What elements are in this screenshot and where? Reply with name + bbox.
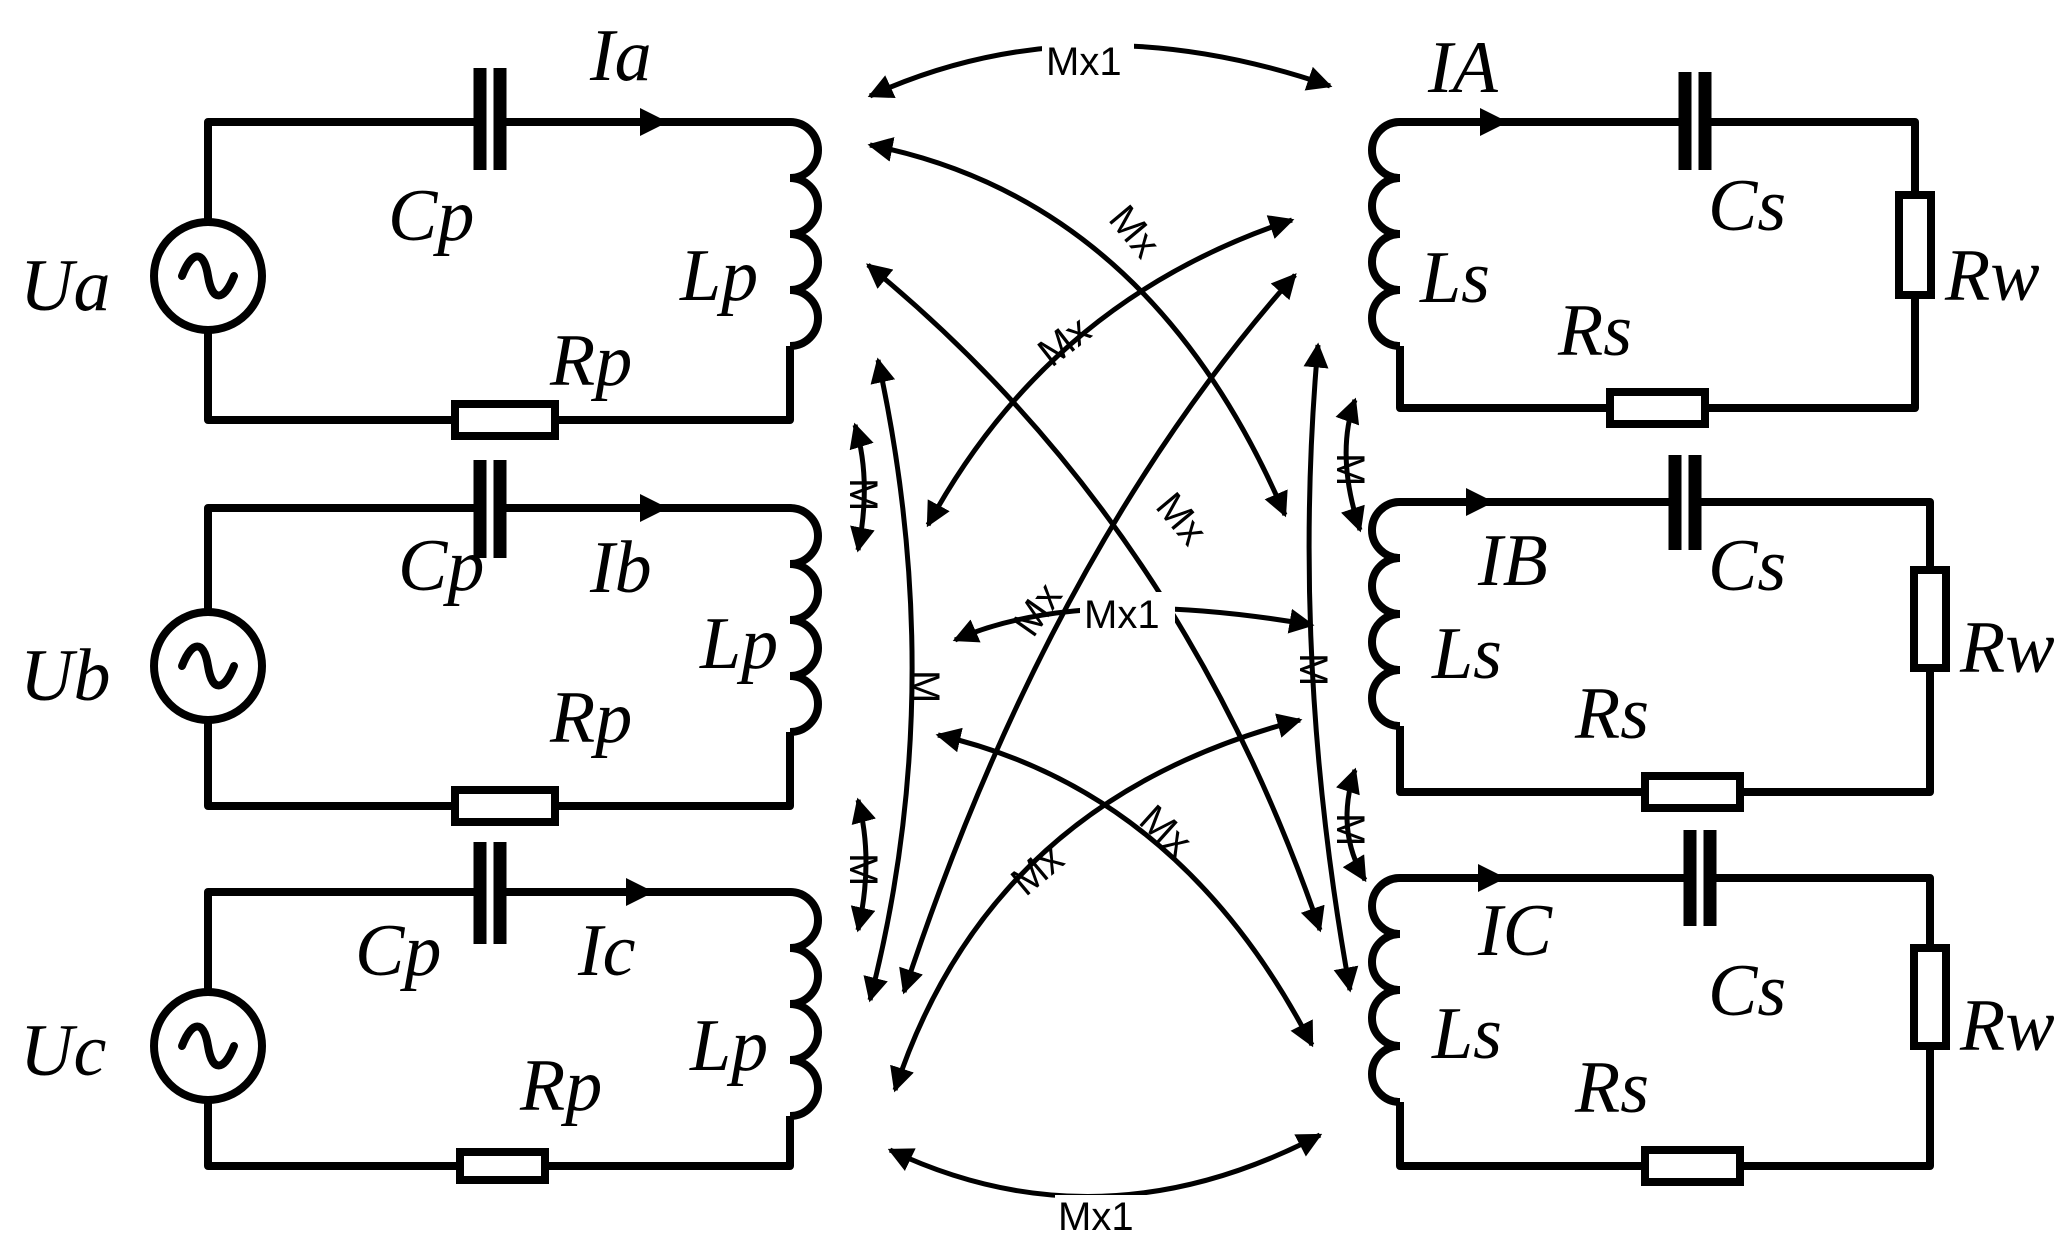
capacitor-label: Cp xyxy=(398,525,484,607)
inductor-label: Ls xyxy=(1431,993,1502,1075)
resistor-label: Rs xyxy=(1574,1047,1649,1129)
capacitor-label: Cp xyxy=(355,910,441,992)
coupling-arrow-mx-b-to-c xyxy=(935,727,1315,1048)
source-label: Ua xyxy=(20,245,110,327)
capacitor-label: Cp xyxy=(388,175,474,257)
coupling-label-mx-c-to-a: Mx xyxy=(1004,575,1071,644)
resistor-rs xyxy=(1641,772,1744,812)
capacitor-label: Cs xyxy=(1708,950,1786,1032)
coupling-label-m-secondary-ab: M xyxy=(1328,453,1372,486)
inductor-label: Ls xyxy=(1419,237,1490,319)
coupling-label-mx1-top: Mx1 xyxy=(1046,40,1122,84)
sine-wave-icon xyxy=(178,642,238,690)
coupling-arrow-m-primary-ac xyxy=(863,357,915,1003)
source-label: Ub xyxy=(20,635,110,717)
primary-circuit-a: Ua Ia Cp Lp Rp xyxy=(20,15,822,440)
coupling-arrow-mx1-bottom xyxy=(887,1132,1323,1199)
current-arrow xyxy=(1478,864,1506,892)
current-label: Ib xyxy=(589,527,652,609)
current-label: IC xyxy=(1477,890,1554,972)
current-label: Ic xyxy=(577,910,636,992)
primary-circuit-c: Uc Ic Cp Lp Rp xyxy=(20,842,822,1184)
load-label: Rw xyxy=(1944,235,2040,317)
secondary-circuit-c: IC Cs Ls Rs Rw xyxy=(1368,830,2055,1186)
resistor-label: Rp xyxy=(549,677,632,759)
coupling-arrow-mx-c-to-b xyxy=(890,713,1303,1093)
coupling-label-m-primary-bc: M xyxy=(841,853,885,886)
coupling-label-m-secondary-ac: M xyxy=(1291,653,1335,686)
coupling-label-mx-a-to-c: Mx xyxy=(1147,484,1215,553)
capacitor-label: Cs xyxy=(1708,165,1786,247)
sine-wave-icon xyxy=(178,252,238,300)
inductor-label: Ls xyxy=(1431,613,1502,695)
coupling-label-mx-b-to-c: Mx xyxy=(1131,797,1200,865)
coupling-label-mx-b-to-a: Mx xyxy=(1030,308,1099,376)
load-resistor-rw xyxy=(1910,944,1950,1050)
resistor-label: Rp xyxy=(549,320,632,402)
coupling-label-mx-c-to-b: Mx xyxy=(1003,836,1072,904)
mutual-inductance-couplings: Mx1 Mx1 Mx1 Mx Mx Mx Mx Mx Mx M M M M M … xyxy=(841,38,1372,1237)
resistor-rp xyxy=(451,786,559,826)
load-resistor-rw xyxy=(1910,566,1950,672)
capacitor-label: Cs xyxy=(1708,525,1786,607)
resistor-rp xyxy=(451,400,559,440)
source-label: Uc xyxy=(20,1010,106,1092)
secondary-circuit-b: IB Cs Ls Rs Rw xyxy=(1368,455,2055,812)
current-label: IB xyxy=(1477,520,1548,602)
current-arrow xyxy=(1466,488,1494,516)
current-arrow xyxy=(1480,108,1508,136)
coupling-label-m-primary-ab: M xyxy=(841,478,885,511)
current-arrow xyxy=(640,494,668,522)
coupling-label-mx1-mid: Mx1 xyxy=(1084,593,1160,637)
resistor-rs xyxy=(1606,388,1709,428)
primary-circuit-b: Ub Ib Cp Lp Rp xyxy=(20,460,822,826)
resistor-rs xyxy=(1641,1146,1744,1186)
current-label: Ia xyxy=(589,15,652,97)
resistor-label: Rs xyxy=(1557,290,1632,372)
load-label: Rw xyxy=(1959,985,2055,1067)
coupling-label-m-primary-ac: M xyxy=(903,670,947,703)
coupling-arrow-m-secondary-ac xyxy=(1303,342,1359,993)
coupling-label-mx-a-to-b: Mx xyxy=(1100,197,1168,266)
coupling-label-m-secondary-bc: M xyxy=(1328,813,1372,846)
load-resistor-rw xyxy=(1895,191,1935,299)
current-arrow xyxy=(626,878,654,906)
current-label: IA xyxy=(1427,27,1499,109)
load-label: Rw xyxy=(1959,607,2055,689)
secondary-circuit-a: IA Cs Ls Rs Rw xyxy=(1368,27,2040,428)
inductor-label: Lp xyxy=(689,1005,768,1087)
resistor-label: Rs xyxy=(1574,673,1649,755)
resistor-rp xyxy=(456,1148,549,1184)
inductor-label: Lp xyxy=(699,603,778,685)
inductor-label: Lp xyxy=(679,235,758,317)
coupling-label-mx1-bottom: Mx1 xyxy=(1058,1195,1134,1237)
current-arrow xyxy=(640,108,668,136)
sine-wave-icon xyxy=(178,1022,238,1070)
resistor-label: Rp xyxy=(519,1045,602,1127)
